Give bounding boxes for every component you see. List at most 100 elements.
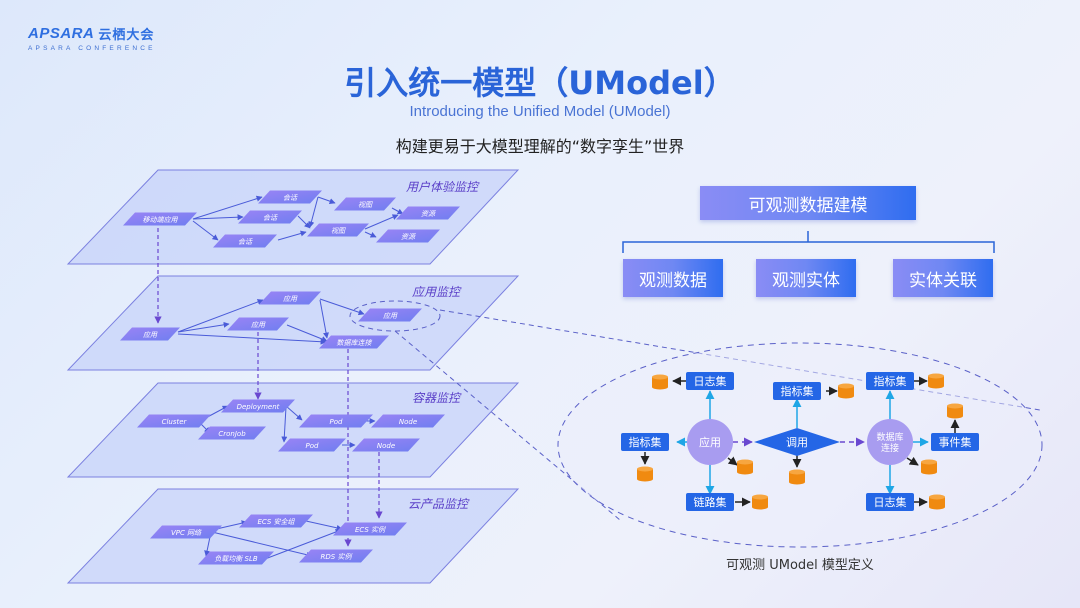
layer-node[interactable]: Node [371,414,445,428]
layer-node-shape [120,327,180,341]
layer-node[interactable]: 应用 [358,308,422,322]
umodel-edges [640,376,960,507]
entity-call-label: 调用 [786,436,808,449]
layer-node[interactable]: 视图 [307,223,369,237]
layer-node-label: 应用 [383,312,398,320]
layer-node-label: 会话 [263,214,278,222]
page-title: 引入统一模型（UModel） [344,64,736,102]
layer-node-shape [213,234,277,248]
layer-node[interactable]: 视图 [334,197,396,211]
set-box-label: 日志集 [874,495,907,509]
logo-brand: APSARA [28,25,95,42]
entity-db-circle[interactable] [867,419,913,465]
umodel-caption: 可观测 UModel 模型定义 [726,558,874,573]
layer-node-label: RDS 实例 [321,553,353,561]
layer-node[interactable]: 移动端应用 [123,212,197,226]
layer-node-label: Node [399,418,417,426]
layer-node[interactable]: 数据库连接 [319,335,389,349]
modeling-bracket [622,231,995,253]
layer-node-shape [123,212,197,226]
layer-node[interactable]: RDS 实例 [299,549,373,563]
layer-node-shape [352,438,420,452]
layer-node[interactable]: Deployment [221,399,295,413]
layer-node-label: 应用 [143,331,158,339]
set-box-label: 链路集 [694,495,727,509]
layer-node[interactable]: Node [352,438,420,452]
layer-node-shape [307,223,369,237]
layer-node-label: 资源 [401,233,417,241]
database-icon [947,403,963,419]
observed-data-box: 观测数据 [623,259,723,297]
set-box-label: 日志集 [694,374,727,388]
layer-node-shape [221,399,295,413]
set-box-db-event[interactable]: 事件集 [931,433,979,451]
layer-node-label: 会话 [283,194,298,202]
layer-node-label: Deployment [237,403,280,411]
set-box-app-log[interactable]: 日志集 [686,372,734,390]
database-icon [789,469,805,485]
layer-node[interactable]: 应用 [259,291,321,305]
layer-label-application: 应用监控 [412,285,462,299]
layer-node-shape [238,210,302,224]
layer-node[interactable]: 会话 [258,190,322,204]
layer-node-label: CronJob [218,430,246,438]
entity-call-diamond[interactable] [754,428,840,456]
layer-node[interactable]: 应用 [227,317,289,331]
set-box-label: 事件集 [939,435,972,449]
layer-nodes: 移动端应用会话会话会话视图视图资源资源应用应用应用应用数据库连接ClusterD… [120,190,460,565]
layer-node-shape [239,514,313,528]
layer-label-container: 容器监控 [412,391,462,405]
layer-node-shape [258,190,322,204]
logo-subtitle: APSARA CONFERENCE [28,45,156,52]
database-icon [637,466,653,482]
layer-node-shape [198,426,266,440]
layer-node[interactable]: 会话 [213,234,277,248]
database-icon [921,459,937,475]
set-box-call-metric[interactable]: 指标集 [773,382,821,400]
layer-node-label: 应用 [283,295,298,303]
layer-node[interactable]: ECS 实例 [333,522,407,536]
layer-node-shape [227,317,289,331]
logo-brand-cn: 云栖大会 [98,28,155,43]
layer-node-shape [299,549,373,563]
layer-node[interactable]: 会话 [238,210,302,224]
layer-node[interactable]: Cluster [137,414,211,428]
entity-relation-box: 实体关联 [893,259,993,297]
set-box-app-trace[interactable]: 链路集 [686,493,734,511]
entity-db-label-line2: 连接 [881,442,899,454]
layer-node-shape [333,522,407,536]
layer-node[interactable]: 资源 [396,206,460,220]
layer-node-label: 应用 [251,321,266,329]
layer-node-shape [376,229,440,243]
highlight-ellipse [349,300,441,332]
set-box-shape [686,372,734,390]
layer-node-label: Pod [306,442,320,450]
layer-node[interactable]: Pod [299,414,373,428]
layer-node[interactable]: CronJob [198,426,266,440]
database-icon [652,374,668,390]
layer-node[interactable]: ECS 安全组 [239,514,313,528]
set-box-app-metric[interactable]: 指标集 [621,433,669,451]
layer-node[interactable]: Pod [278,438,346,452]
layer-node[interactable]: VPC 网络 [150,525,222,539]
layer-node[interactable]: 负载均衡 SLB [198,551,274,565]
set-box-shape [686,493,734,511]
layer-node-shape [371,414,445,428]
layer-node-shape [396,206,460,220]
layer-node[interactable]: 资源 [376,229,440,243]
database-icon [737,459,753,475]
set-box-label: 指标集 [781,384,814,398]
database-icon [929,494,945,510]
set-box-db-metric[interactable]: 指标集 [866,372,914,390]
layer-node-label: ECS 安全组 [257,518,295,526]
layer-node[interactable]: 应用 [120,327,180,341]
layer-node-label: ECS 实例 [355,526,386,534]
layer-node-shape [358,308,422,322]
entity-app-circle[interactable] [687,419,733,465]
page-subtitle-cn: 构建更易于大模型理解的“数字孪生”世界 [395,137,685,156]
set-box-db-log[interactable]: 日志集 [866,493,914,511]
set-box-shape [866,493,914,511]
layer-plane-container [66,382,520,478]
